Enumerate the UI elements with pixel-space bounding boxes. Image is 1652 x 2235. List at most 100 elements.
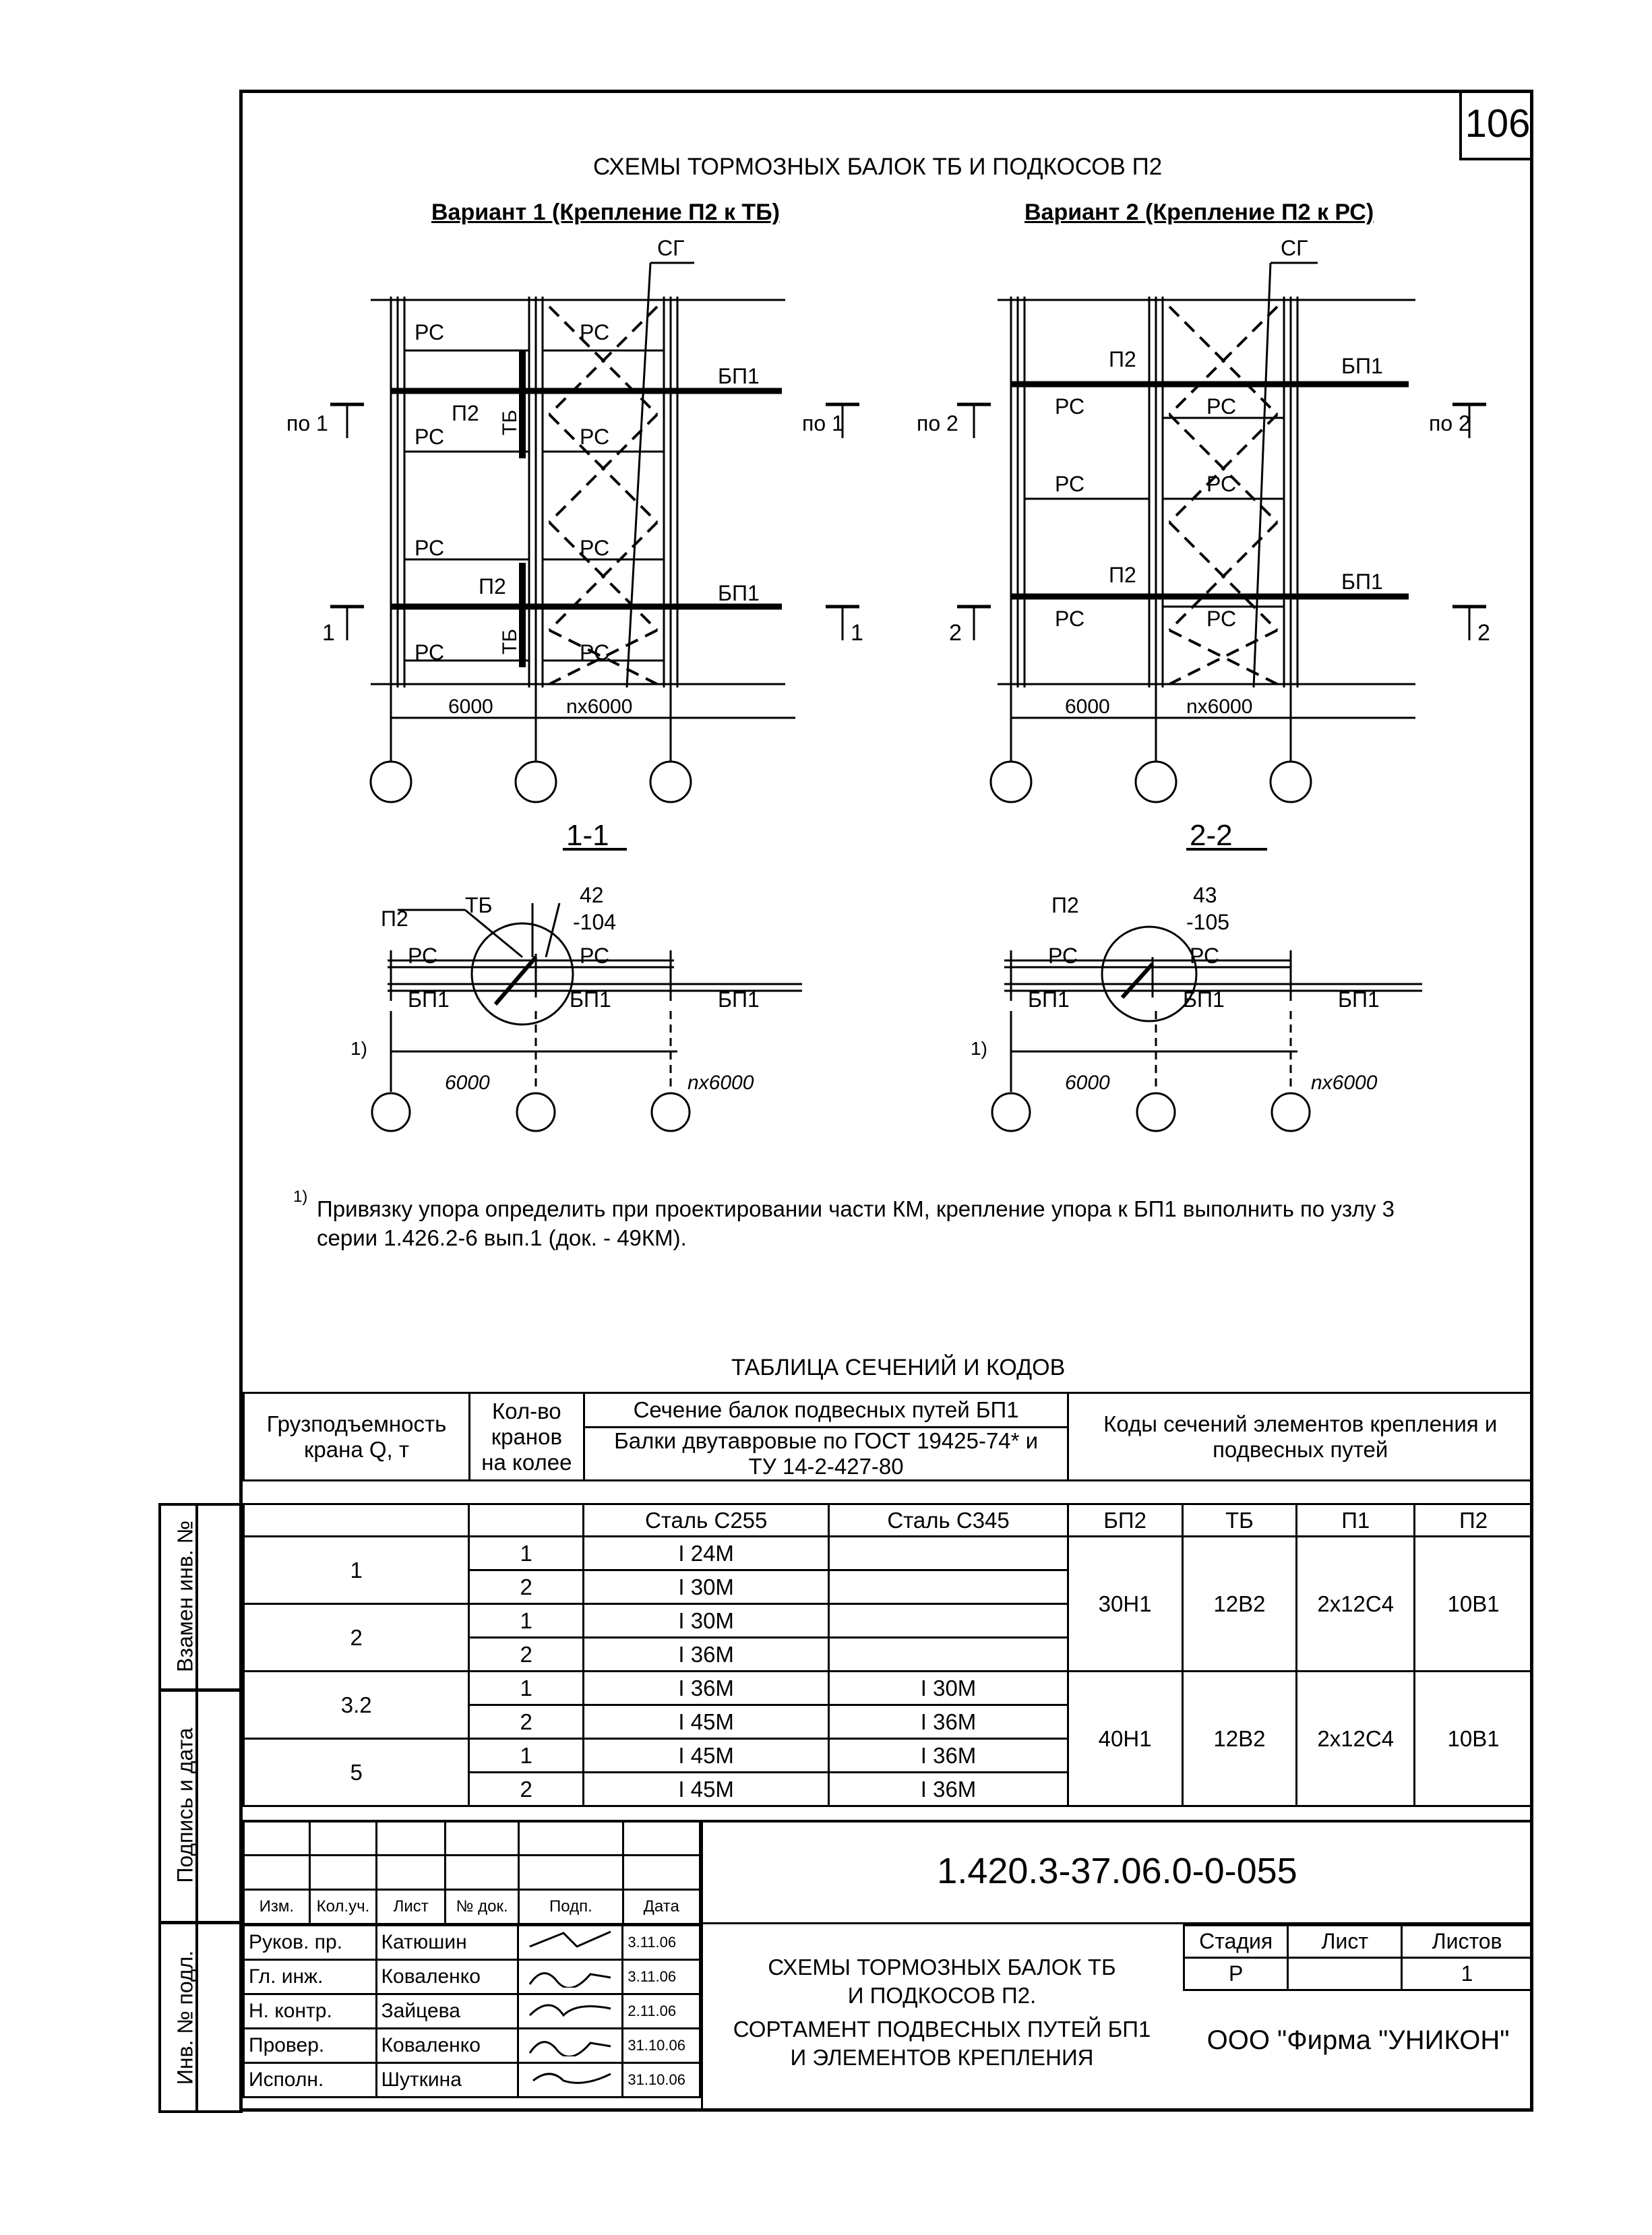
revision-table: Изм. Кол.уч. Лист № док. Подп. Дата <box>243 1820 701 1925</box>
s1-node-bot: -104 <box>573 910 617 934</box>
doc-code-box <box>701 1820 1533 1924</box>
cranes-cell: 1 <box>468 1670 584 1706</box>
stage-value: Р <box>1182 1957 1289 1991</box>
code-bp2-cell: 40Н1 <box>1066 1670 1184 1807</box>
staff-role: Исполн. <box>243 2062 377 2098</box>
c345-cell: I 36М <box>828 1738 1069 1773</box>
stage-table: Стадия Лист Листов Р 1 <box>1182 1924 1533 1991</box>
capacity-cell: 1 <box>242 1535 470 1605</box>
side-box-signature <box>158 1688 243 1924</box>
s1-node-top: 42 <box>580 883 604 907</box>
hdr-tb: ТБ <box>1181 1503 1298 1537</box>
signature <box>517 2062 624 2098</box>
c255-cell: I 36М <box>582 1670 830 1706</box>
side-box-inventory <box>158 1921 243 2113</box>
v1-tb-label: ТБ <box>499 409 522 436</box>
v1-dim-n6000: nх6000 <box>566 696 633 718</box>
c255-cell: I 24М <box>582 1535 830 1571</box>
rev-hdr: Лист <box>375 1889 446 1925</box>
doc-title-3: СОРТАМЕНТ ПОДВЕСНЫХ ПУТЕЙ БП1 <box>733 2017 1151 2042</box>
s1-rs-label: РС <box>408 944 438 968</box>
signature <box>517 1959 624 1995</box>
cranes-cell: 1 <box>468 1535 584 1571</box>
capacity-cell: 5 <box>242 1738 470 1807</box>
hdr-cranes: Кол-во кранов на колее <box>468 1392 585 1481</box>
hdr-steel-c255: Сталь С255 <box>582 1503 830 1537</box>
signature <box>517 2027 624 2064</box>
v2-rs-label: РС <box>1206 394 1237 419</box>
v2-dim-6000: 6000 <box>1065 696 1110 718</box>
footnote-line1: Привязку упора определить при проектиров… <box>317 1196 1395 1221</box>
staff-name: Зайцева <box>375 1993 520 2029</box>
variant1-heading: Вариант 1 (Крепление П2 к ТБ) <box>431 200 780 225</box>
code-tb-cell: 12В2 <box>1181 1670 1298 1807</box>
staff-date: 31.10.06 <box>621 2027 701 2064</box>
c345-cell <box>828 1603 1069 1639</box>
s1-tb-label: ТБ <box>465 893 493 917</box>
code-p1-cell: 2х12С4 <box>1295 1535 1416 1672</box>
doc-title-2: И ПОДКОСОВ П2. <box>847 1983 1037 2008</box>
c345-cell <box>828 1535 1069 1571</box>
rev-hdr: Подп. <box>518 1889 624 1925</box>
v2-sec-right: 2 <box>1477 620 1490 646</box>
code-tb-cell: 12В2 <box>1181 1535 1298 1672</box>
v1-sec-left: 1 <box>322 620 335 646</box>
s1-p2-label: П2 <box>381 907 408 931</box>
c345-cell <box>828 1569 1069 1605</box>
hdr-beams: Балки двутавровые по ГОСТ 19425-74* и ТУ… <box>582 1426 1070 1481</box>
staff-role: Н. контр. <box>243 1993 377 2029</box>
capacity-cell: 2 <box>242 1603 470 1672</box>
v2-sec-left: 2 <box>949 620 962 646</box>
side-label-signature: Подпись и дата <box>173 1727 197 1883</box>
v1-dim-6000: 6000 <box>448 696 493 718</box>
section-views <box>371 848 1422 1132</box>
v1-bp1-label: БП1 <box>718 581 760 605</box>
v1-rs-label: РС <box>580 425 610 449</box>
footnote-line2: серии 1.426.2-6 вып.1 (док. - 49КМ). <box>317 1225 687 1250</box>
sheets-value: 1 <box>1401 1957 1533 1991</box>
hdr-p1: П1 <box>1295 1503 1416 1537</box>
s1-dim-6000: 6000 <box>445 1072 490 1094</box>
stage-label: Стадия <box>1182 1924 1289 1959</box>
page-title: СХЕМЫ ТОРМОЗНЫХ БАЛОК ТБ И ПОДКОСОВ П2 <box>593 154 1163 180</box>
side-divider <box>195 1503 198 2113</box>
v2-dim-n6000: nх6000 <box>1186 696 1253 718</box>
v1-rs-label: РС <box>580 640 610 665</box>
staff-date: 2.11.06 <box>621 1993 701 2029</box>
code-p2-cell: 10В1 <box>1413 1670 1533 1807</box>
cranes-cell: 2 <box>468 1569 584 1605</box>
hdr-section: Сечение балок подвесных путей БП1 <box>582 1392 1070 1428</box>
drawing-frame <box>239 90 1533 2112</box>
v2-p2-label: П2 <box>1109 563 1136 587</box>
staff-date: 31.10.06 <box>621 2062 701 2098</box>
side-label-replace: Взамен инв. № <box>173 1521 197 1672</box>
s2-dim-6000: 6000 <box>1065 1072 1110 1094</box>
rev-hdr: Изм. <box>243 1889 311 1925</box>
c345-cell: I 36М <box>828 1771 1069 1807</box>
variant2-heading: Вариант 2 (Крепление П2 к РС) <box>1024 200 1374 225</box>
staff-date: 3.11.06 <box>621 1924 701 1961</box>
s1-bp1-label: БП1 <box>718 987 760 1012</box>
hdr-steel-c345: Сталь С345 <box>828 1503 1069 1537</box>
c345-cell <box>828 1636 1069 1672</box>
footnote-marker: 1) <box>293 1188 308 1206</box>
v1-sec-right: 1 <box>851 620 863 646</box>
doc-title-1: СХЕМЫ ТОРМОЗНЫХ БАЛОК ТБ <box>768 1955 1116 1980</box>
v1-rs-label: РС <box>415 425 445 449</box>
sheet-number: 106 <box>1459 90 1533 160</box>
v2-rs-label: РС <box>1055 472 1085 496</box>
cranes-cell: 2 <box>468 1636 584 1672</box>
s1-note: 1) <box>350 1038 367 1059</box>
s1-bp1-label: БП1 <box>408 987 450 1012</box>
side-box-replace <box>158 1503 243 1692</box>
v1-bp1-label: БП1 <box>718 364 760 388</box>
plan-schemes <box>330 262 1486 803</box>
signature <box>517 1993 624 2029</box>
sheets-label: Листов <box>1401 1924 1533 1959</box>
capacity-cell: 3.2 <box>242 1670 470 1740</box>
hdr-p2: П2 <box>1413 1503 1533 1537</box>
s2-node-top: 43 <box>1193 883 1217 907</box>
v1-sg-label: СГ <box>657 236 685 260</box>
s2-bp1-label: БП1 <box>1183 987 1225 1012</box>
